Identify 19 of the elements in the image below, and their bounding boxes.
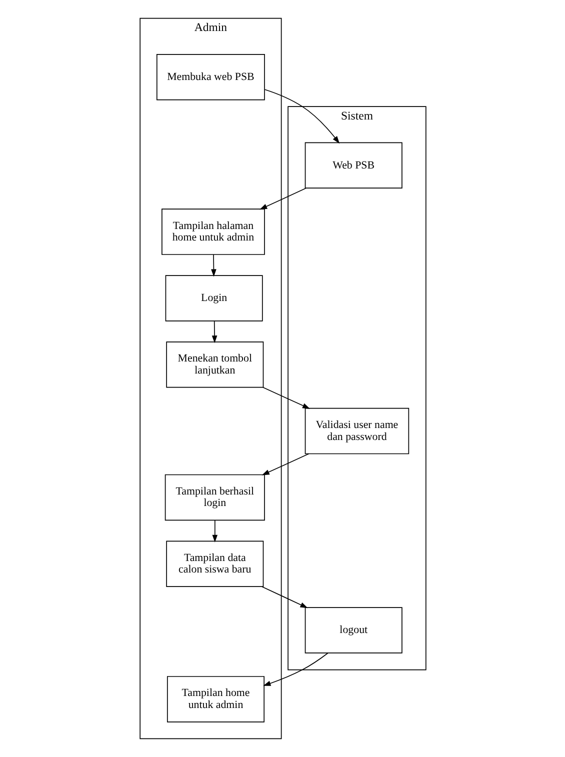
node-box: logout bbox=[304, 607, 402, 654]
arrow bbox=[210, 254, 216, 277]
node-box: Validasi user name dan password bbox=[304, 408, 409, 454]
arrow bbox=[259, 188, 306, 210]
arrow bbox=[261, 453, 309, 476]
node-box: Tampilan home untuk admin bbox=[166, 676, 264, 722]
arrow bbox=[264, 89, 340, 144]
node-box: Tampilan berhasil login bbox=[164, 474, 264, 521]
arrow bbox=[212, 520, 218, 542]
node-box: Tampilan data calon siswa baru bbox=[166, 540, 264, 587]
node-box: Menekan tombol lanjutkan bbox=[166, 342, 264, 388]
node-box: Web PSB bbox=[304, 142, 402, 188]
node-box: Tampilan halaman home untuk admin bbox=[161, 208, 264, 255]
node-box: Membuka web PSB bbox=[156, 54, 264, 100]
arrow bbox=[211, 320, 217, 344]
arrow bbox=[262, 386, 310, 409]
node-box: Login bbox=[164, 275, 262, 322]
arrow bbox=[260, 586, 308, 608]
arrow bbox=[262, 652, 328, 686]
